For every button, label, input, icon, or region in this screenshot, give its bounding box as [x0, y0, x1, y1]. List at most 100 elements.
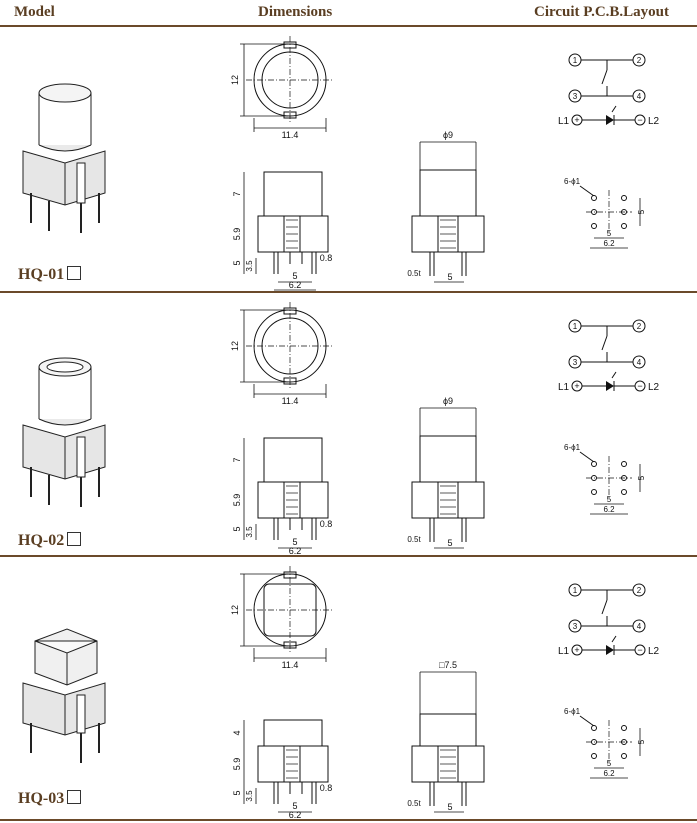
led-l1-label: L1 [558, 116, 570, 127]
plus-sign: + [574, 645, 579, 655]
pcb-hole [591, 195, 597, 201]
terminal-2-label: 2 [637, 322, 642, 331]
row-separator [0, 291, 697, 293]
header-rule [0, 25, 697, 27]
dim-top-width: 11.4 [282, 660, 299, 670]
dim-pin-sub: 3.5 [245, 260, 254, 272]
minus-sign: − [637, 381, 642, 391]
dim-body-height: 5.9 [232, 758, 242, 771]
pcb-hole [621, 489, 627, 495]
pcb-pitch: 5 [607, 229, 612, 238]
model-name: HQ-01 [18, 266, 65, 283]
top-view-drawing: 12 11.4 [230, 566, 334, 670]
dim-top-width: 11.4 [282, 396, 299, 406]
terminal-1-label: 1 [573, 56, 578, 65]
plus-sign: + [574, 115, 579, 125]
dim-top-height: 12 [230, 341, 240, 351]
row-separator [0, 555, 697, 557]
model-label: HQ-03 [18, 790, 82, 808]
pcb-hole [591, 461, 597, 467]
pcb-width: 6.2 [603, 239, 615, 248]
pcb-width: 6.2 [603, 505, 615, 514]
dim-pin-height: 5 [232, 790, 242, 795]
led-l2-label: L2 [648, 646, 660, 657]
pcb-hole [621, 725, 627, 731]
dim-side-cap: ϕ9 [443, 396, 453, 406]
dim-pin-width: 0.8 [320, 783, 333, 793]
terminal-4-label: 4 [637, 358, 642, 367]
model-variant-checkbox [67, 266, 82, 280]
led-diode-icon [606, 645, 614, 655]
minus-terminal [634, 644, 646, 656]
dim-pin-sub: 3.5 [245, 526, 254, 538]
terminal-4-label: 4 [637, 622, 642, 631]
pcb-hole [621, 753, 627, 759]
dim-top-width: 11.4 [282, 130, 299, 140]
model-name: HQ-03 [18, 790, 65, 807]
dim-pin-sub: 3.5 [245, 790, 254, 802]
side-view-drawing: ϕ9 0.5t 5 [407, 396, 485, 549]
led-l2-label: L2 [648, 382, 660, 393]
dim-side-pitch: 5 [447, 538, 452, 548]
model-name: HQ-02 [18, 532, 65, 549]
dim-pin-height: 5 [232, 260, 242, 265]
terminal-2-label: 2 [637, 586, 642, 595]
dim-side-pitch: 5 [447, 272, 452, 282]
pcb-hole-label: 6-ϕ1 [564, 178, 581, 186]
minus-terminal [634, 114, 646, 126]
pcb-hole [591, 489, 597, 495]
dim-cap-height: 7 [232, 191, 242, 196]
dim-pin-width: 0.8 [320, 253, 333, 263]
dim-width: 6.2 [289, 810, 302, 820]
dim-width: 6.2 [289, 280, 302, 290]
pcb-hole [591, 725, 597, 731]
pcb-hole-label: 6-ϕ1 [564, 444, 581, 452]
terminal-2-label: 2 [637, 56, 642, 65]
model-variant-checkbox [67, 532, 82, 546]
dim-pitch: 5 [292, 271, 297, 281]
dim-top-height: 12 [230, 605, 240, 615]
terminal-3-label: 3 [573, 358, 578, 367]
led-diode-icon [606, 381, 614, 391]
header-model: Model [14, 4, 55, 20]
dim-side-thickness: 0.5t [407, 535, 421, 544]
pcb-height: 5 [637, 209, 646, 214]
pcb-height: 5 [637, 739, 646, 744]
dim-cap-height: 4 [232, 730, 242, 735]
terminal-1-label: 1 [573, 586, 578, 595]
dim-side-thickness: 0.5t [407, 269, 421, 278]
dim-side-cap: □7.5 [439, 660, 457, 670]
model-label: HQ-01 [18, 266, 82, 284]
minus-terminal [634, 380, 646, 392]
pcb-pitch: 5 [607, 495, 612, 504]
pcb-hole [621, 195, 627, 201]
pcb-hole [591, 223, 597, 229]
pcb-height: 5 [637, 475, 646, 480]
pcb-width: 6.2 [603, 769, 615, 778]
dim-pitch: 5 [292, 801, 297, 811]
pcb-hole [621, 461, 627, 467]
model-label: HQ-02 [18, 532, 82, 550]
product-illustration [22, 357, 106, 507]
header-layout: Circuit P.C.B.Layout [534, 4, 670, 20]
terminal-3-label: 3 [573, 622, 578, 631]
dim-side-cap: ϕ9 [443, 130, 453, 140]
pcb-pitch: 5 [607, 759, 612, 768]
minus-sign: − [637, 115, 642, 125]
terminal-4-label: 4 [637, 92, 642, 101]
minus-sign: − [637, 645, 642, 655]
product-illustration [22, 628, 106, 763]
model-variant-checkbox [67, 790, 82, 804]
side-view-drawing: ϕ9 0.5t 5 [407, 130, 485, 283]
